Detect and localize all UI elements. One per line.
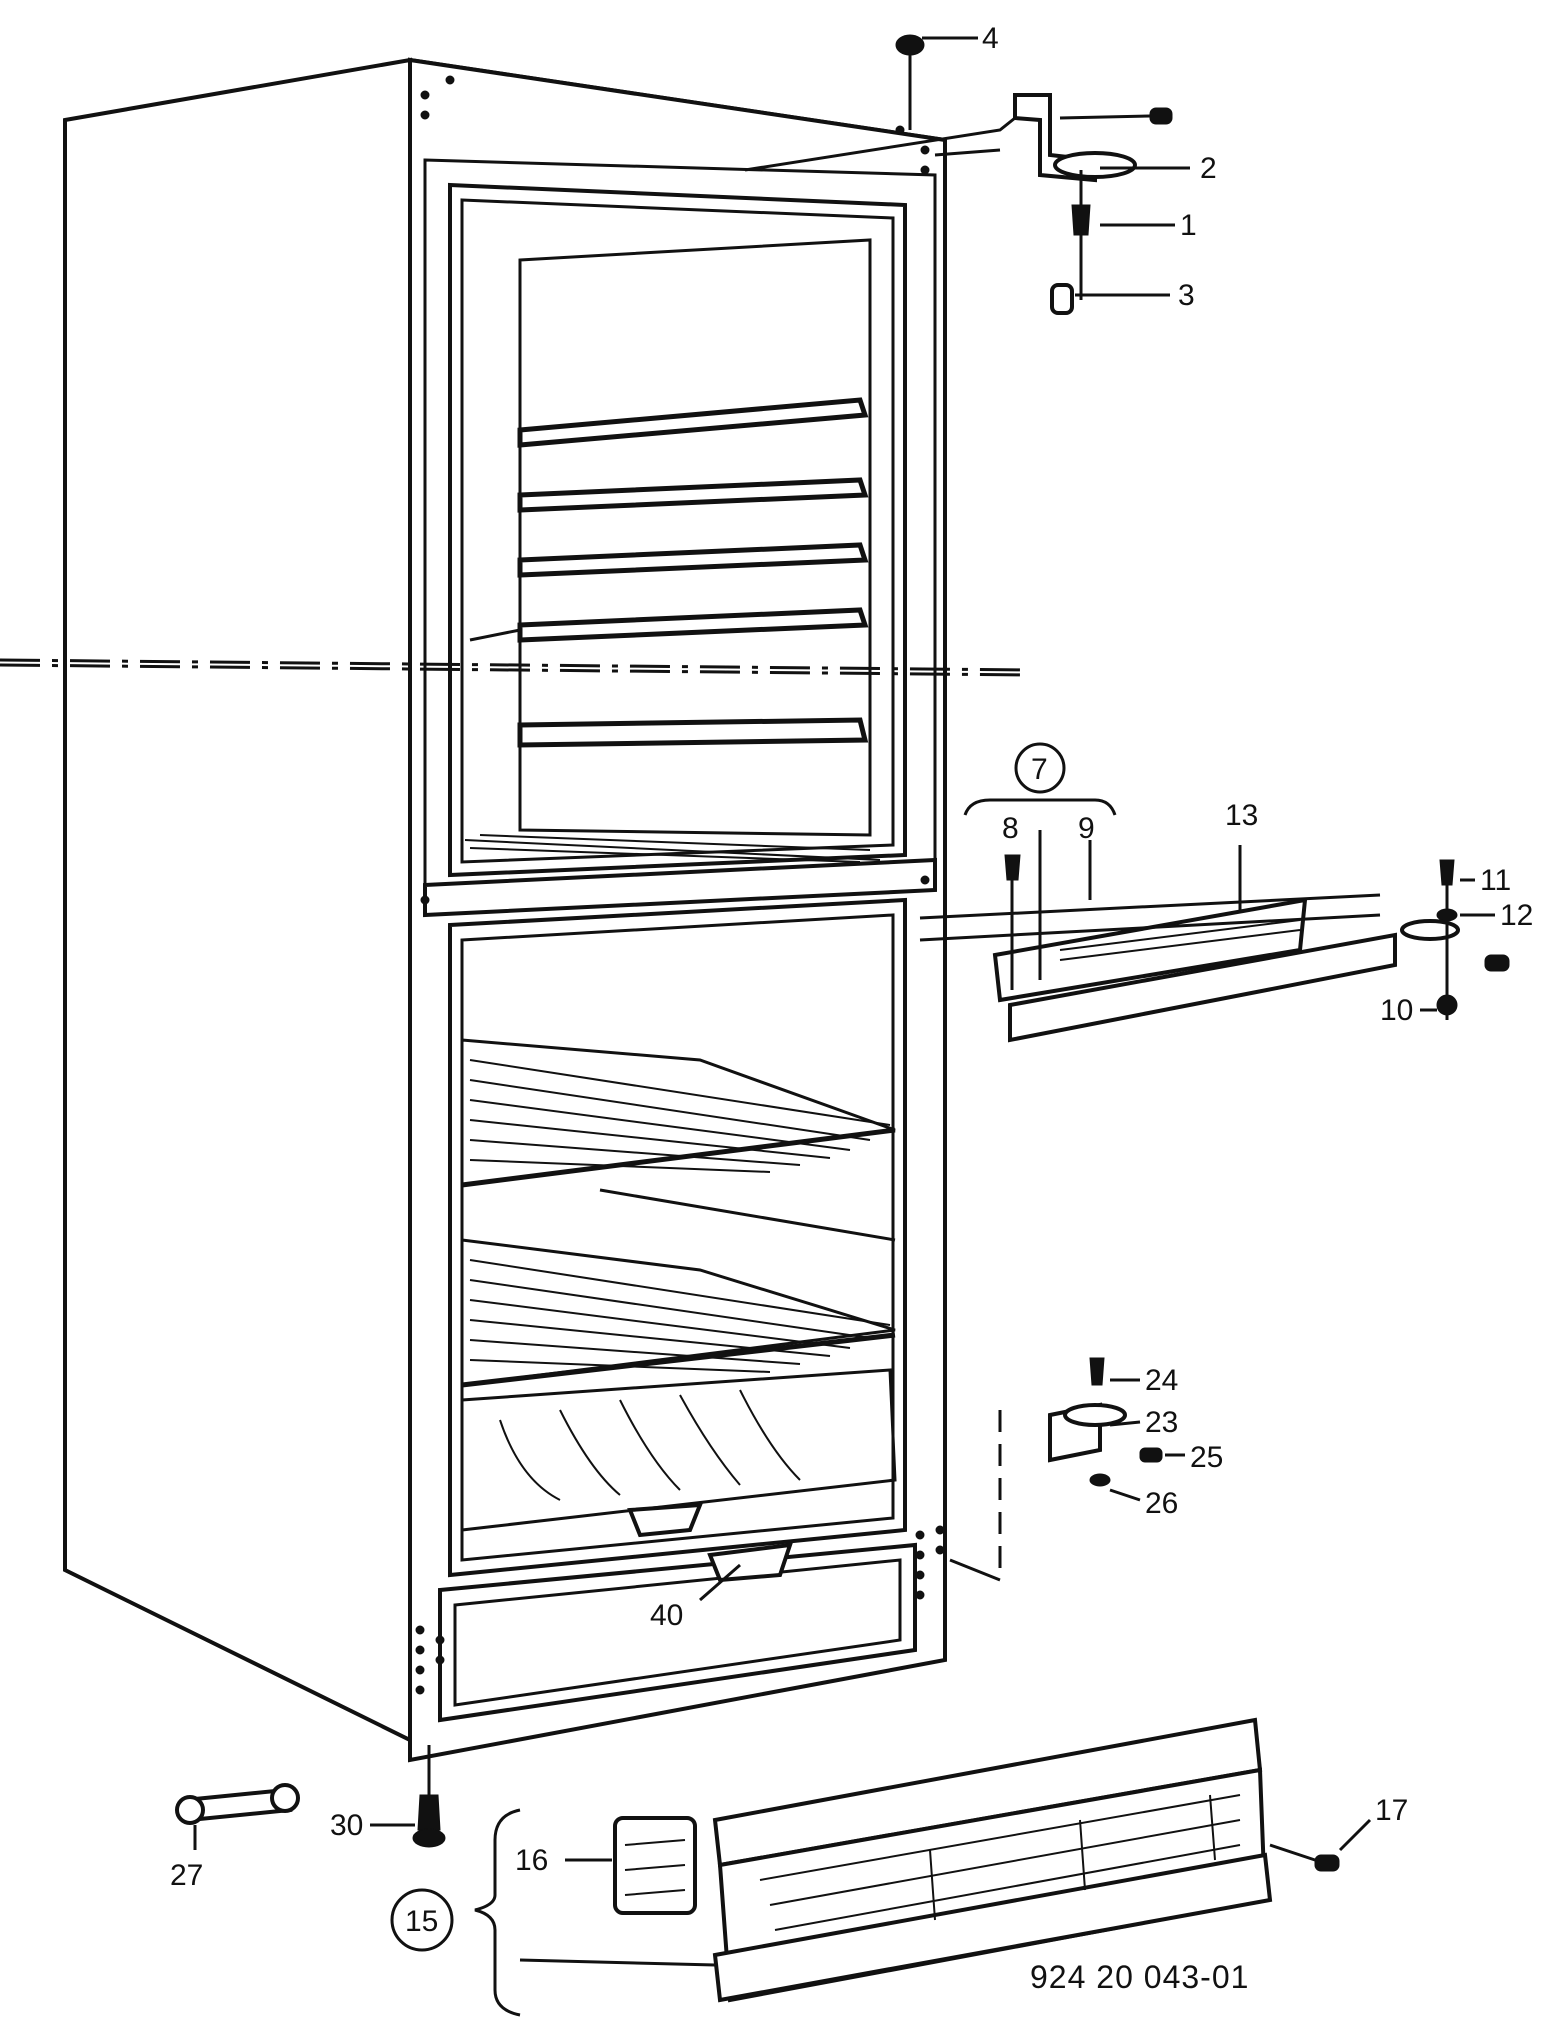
callout-2: 2 [1200,152,1217,185]
bottom-hinge-assembly [949,1357,1163,1582]
callout-7: 7 [1031,753,1048,786]
callout-23: 23 [1145,1406,1178,1439]
callout-12: 12 [1500,899,1533,932]
screw-25 [1139,1447,1163,1463]
screw-13 [1484,954,1510,972]
hinge-pin-11 [1439,859,1455,886]
callout-7-circle [1014,742,1066,794]
callout-11: 11 [1480,864,1511,897]
callout-27: 27 [170,1859,203,1892]
callout-24: 24 [1145,1364,1178,1397]
compartment-divider [423,857,937,918]
callout-10: 10 [1380,994,1413,1027]
hinge-screw [1149,107,1173,125]
leveling-foot [417,1794,441,1831]
shelf-bracket-40 [627,1502,704,1538]
fridge-shelves [460,1038,897,1583]
callout-13: 13 [1225,799,1258,832]
callout-15-circle [390,1888,454,1952]
callout-40: 40 [650,1599,683,1632]
freezer-compartment [448,182,907,878]
cabinet-side-panel [63,57,412,1744]
callout-3: 3 [1178,279,1195,312]
hinge-bolt [1050,283,1074,315]
lower-wire-shelf [460,1238,896,1388]
leader-lines [193,36,1495,1967]
door-hinge-rail [992,897,1308,1003]
cut-line [0,658,1031,672]
callout-15: 15 [405,1905,438,1938]
middle-hinge-assembly [919,798,1510,1043]
drawing-number: 924 20 043-01 [1030,1959,1249,1995]
callout-30: 30 [330,1809,363,1842]
mounting-holes [415,75,945,1695]
callout-9: 9 [1078,812,1095,845]
grille-screw-17 [1314,1854,1340,1872]
freezer-shelves [464,397,881,863]
callout-4: 4 [982,22,999,55]
upper-wire-shelf [460,1038,896,1242]
grille-lower-rail [712,1852,1273,2003]
hinge-cover-strip [1008,932,1397,1043]
fridge-compartment [448,897,907,1578]
callout-17: 17 [1375,1794,1408,1827]
refrigerator-cabinet [63,57,947,1763]
callout-8: 8 [1002,812,1019,845]
hinge-pin-24 [1089,1357,1105,1386]
base-grille-assembly [474,1717,1340,2017]
foot-and-wrench [175,1745,446,1848]
cut-line-2 [0,663,1031,677]
callout-26: 26 [1145,1487,1178,1520]
callout-labels: 4 2 1 3 7 8 9 13 11 12 10 24 23 25 26 40… [170,22,1533,1952]
hinge-screw-8 [1004,854,1021,881]
washer-26 [1089,1473,1111,1487]
callout-16: 16 [515,1844,548,1877]
top-hinge-assembly [744,34,1173,315]
callout-1: 1 [1180,209,1197,242]
cap-plug [895,34,925,56]
callout-25: 25 [1190,1441,1223,1474]
